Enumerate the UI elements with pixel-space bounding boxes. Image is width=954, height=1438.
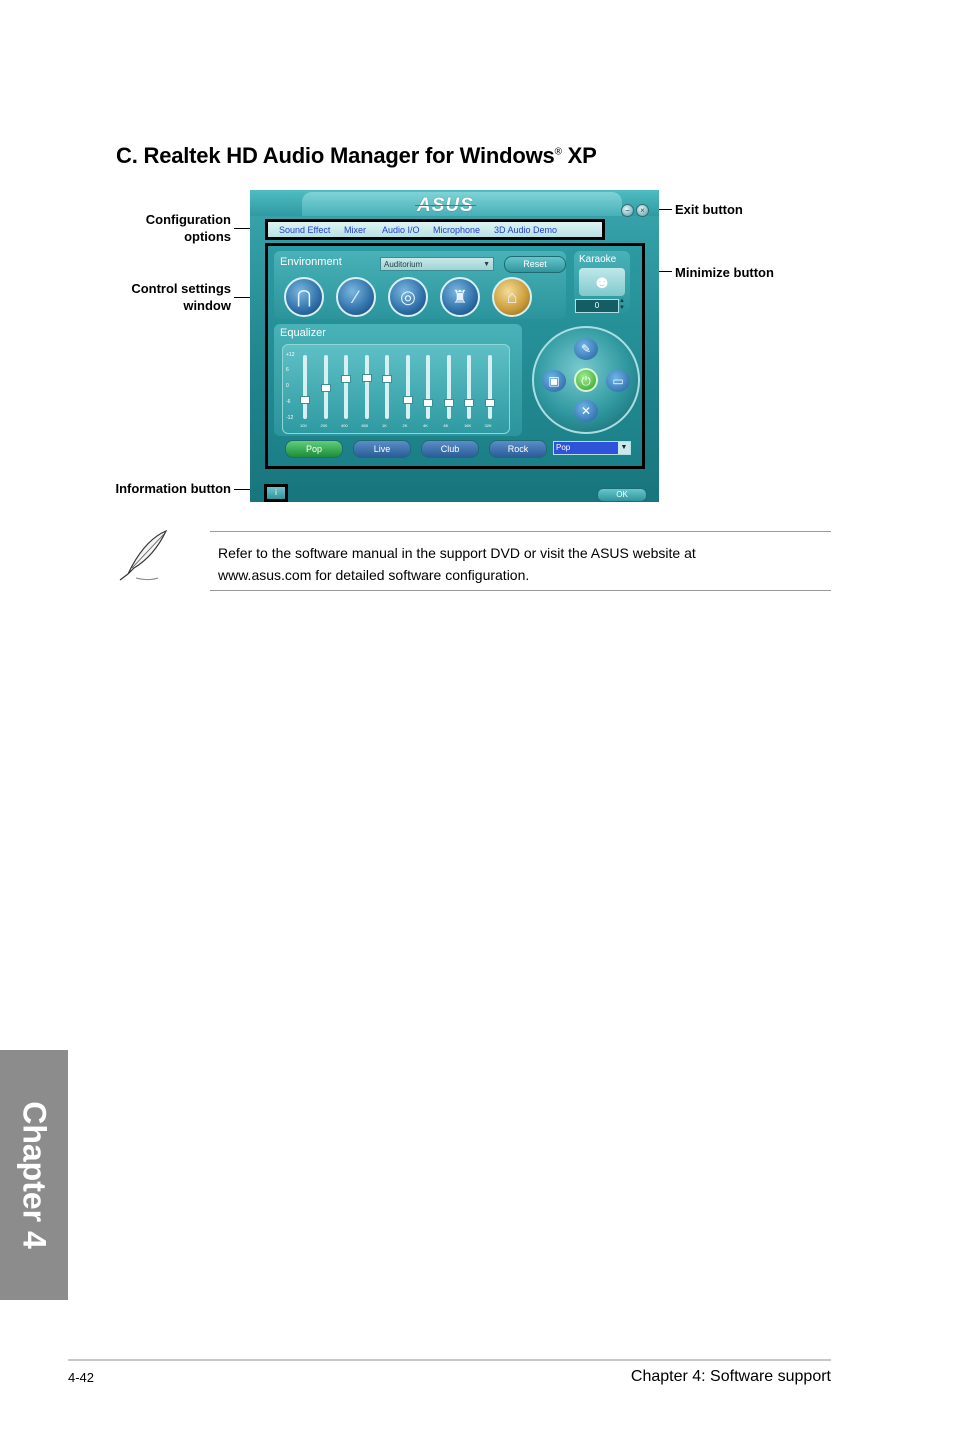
rock-icon[interactable]: ∕	[336, 277, 376, 317]
preset-selected-value: Pop	[556, 443, 571, 452]
equalizer-sliders: +12 6 0 -6 -12 100 200 400 800 1K 2K 4K 8K 16K 32…	[282, 344, 510, 434]
tab-audio-io[interactable]: Audio I/O	[382, 225, 420, 235]
eq-slider-knob[interactable]	[443, 398, 454, 407]
eq-band-label: 4K	[423, 423, 428, 428]
chevron-down-icon: ▼	[483, 261, 490, 268]
chevron-down-icon: ▼	[618, 442, 630, 454]
eq-band-label: 400	[341, 423, 348, 428]
folder-icon[interactable]: ▭	[606, 370, 630, 392]
eq-slider-knob[interactable]	[341, 375, 351, 384]
exit-button[interactable]: ×	[636, 204, 649, 217]
section-title: C. Realtek HD Audio Manager for Windows®…	[116, 143, 597, 168]
eq-band-label: 32K	[484, 423, 492, 428]
eq-slider-track[interactable]	[364, 355, 369, 419]
callout-minimize-button: Minimize button	[675, 265, 774, 280]
preset-rock-button[interactable]: Rock	[489, 440, 547, 458]
karaoke-singer-icon[interactable]: ☻	[579, 268, 625, 296]
eq-slider-knob[interactable]	[464, 398, 474, 407]
eq-band-label: 2K	[402, 423, 408, 428]
configuration-options-bar: Sound Effect Mixer Audio I/O Microphone …	[265, 219, 605, 240]
eq-band-label: 1K	[382, 423, 387, 428]
footer-rule	[68, 1359, 831, 1361]
equalizer-group: Equalizer +12 6 0 -6 -12 100 200 400 800 1K 2…	[274, 324, 522, 436]
karaoke-value[interactable]: 0	[575, 299, 619, 313]
eq-band-label: 200	[320, 423, 328, 428]
opera-house-icon[interactable]: ⌂	[492, 277, 532, 317]
feather-pen-icon	[114, 528, 174, 584]
note-top-rule	[210, 531, 831, 532]
realtek-audio-manager-window: ASUS − × Sound Effect Mixer Audio I/O Mi…	[250, 190, 659, 502]
asus-logo: ASUS	[415, 195, 476, 216]
note-line: Refer to the software manual in the supp…	[218, 545, 696, 561]
footer-chapter-title: Chapter 4: Software support	[630, 1368, 831, 1385]
eq-db-mark: 6	[286, 367, 289, 373]
leader-line	[648, 209, 672, 210]
page-number: 4-42	[68, 1370, 95, 1385]
eq-db-mark: 0	[286, 383, 289, 389]
ok-button[interactable]: OK	[597, 488, 647, 502]
eq-db-mark: +12	[286, 352, 295, 358]
information-button[interactable]: i	[264, 484, 288, 502]
power-icon[interactable]: ⏻	[574, 368, 598, 392]
eq-slider-knob[interactable]	[484, 398, 495, 407]
title-bar-center	[302, 192, 622, 216]
eq-band-label: 8K	[443, 423, 449, 428]
hall-icon[interactable]: ⋂	[284, 277, 324, 317]
karaoke-label: Karaoke	[579, 254, 617, 265]
environment-group: Environment Auditorium ▼ Reset ⋂ ∕ ◎ ♜ ⌂	[274, 251, 566, 319]
environment-select[interactable]: Auditorium ▼	[380, 257, 494, 271]
chapter-tab-label: Chapter 4	[16, 1101, 53, 1249]
karaoke-stepper[interactable]: ▲▼	[619, 298, 625, 311]
eq-band-label: 800	[361, 423, 369, 428]
eq-slider-knob[interactable]	[300, 395, 310, 404]
eq-db-mark: -12	[286, 415, 294, 421]
eq-slider-knob[interactable]	[402, 395, 413, 404]
eq-slider-knob[interactable]	[423, 398, 433, 407]
eq-slider-track[interactable]	[344, 355, 348, 419]
tab-3d-audio-demo[interactable]: 3D Audio Demo	[494, 225, 558, 235]
preset-pop-button[interactable]: Pop	[285, 440, 343, 458]
chapter-tab: Chapter 4	[0, 1050, 68, 1300]
eq-slider-knob[interactable]	[382, 375, 392, 384]
callout-information-button: Information button	[115, 481, 231, 496]
save-icon[interactable]: ▣	[542, 370, 566, 392]
preset-select[interactable]: Pop ▼	[553, 441, 631, 455]
eq-slider-track[interactable]	[426, 355, 430, 419]
eq-slider-track[interactable]	[467, 355, 471, 419]
stadium-icon[interactable]: ◎	[388, 277, 428, 317]
eq-db-mark: -6	[286, 399, 291, 405]
eq-slider-knob[interactable]	[361, 373, 372, 382]
preset-club-button[interactable]: Club	[421, 440, 479, 458]
arena-icon[interactable]: ♜	[440, 277, 480, 317]
tab-microphone[interactable]: Microphone	[433, 225, 481, 235]
eq-band-label: 16K	[464, 423, 472, 428]
minimize-button[interactable]: −	[621, 204, 634, 217]
eq-band-label: 100	[300, 423, 307, 428]
note-bottom-rule	[210, 590, 831, 591]
eq-slider-knob[interactable]	[320, 384, 331, 392]
eq-slider-track[interactable]	[487, 355, 492, 419]
control-settings-window: Environment Auditorium ▼ Reset ⋂ ∕ ◎ ♜ ⌂…	[265, 243, 645, 469]
eq-slider-track[interactable]	[303, 355, 307, 419]
callout-exit-button: Exit button	[675, 202, 743, 217]
note-text: Refer to the software manual in the supp…	[218, 542, 818, 586]
environment-label: Environment	[280, 256, 342, 268]
callout-control-settings-window: Control settings window	[131, 281, 231, 313]
equalizer-label: Equalizer	[280, 327, 326, 339]
preset-live-button[interactable]: Live	[353, 440, 411, 458]
playback-control-ring: ✎ ▣ ▭ ✕ ⏻	[532, 326, 640, 434]
callout-configuration-options: Configuration options	[145, 212, 231, 244]
environment-selected-value: Auditorium	[384, 260, 423, 269]
reset-button[interactable]: Reset	[504, 256, 566, 273]
tab-sound-effect[interactable]: Sound Effect	[279, 225, 331, 235]
close-icon[interactable]: ✕	[574, 400, 598, 422]
pencil-icon[interactable]: ✎	[574, 338, 598, 360]
tab-mixer[interactable]: Mixer	[344, 225, 366, 235]
eq-slider-track[interactable]	[446, 355, 451, 419]
eq-slider-track[interactable]	[405, 355, 410, 419]
note-line: www.asus.com for detailed software confi…	[218, 567, 530, 583]
eq-slider-track[interactable]	[385, 355, 389, 419]
